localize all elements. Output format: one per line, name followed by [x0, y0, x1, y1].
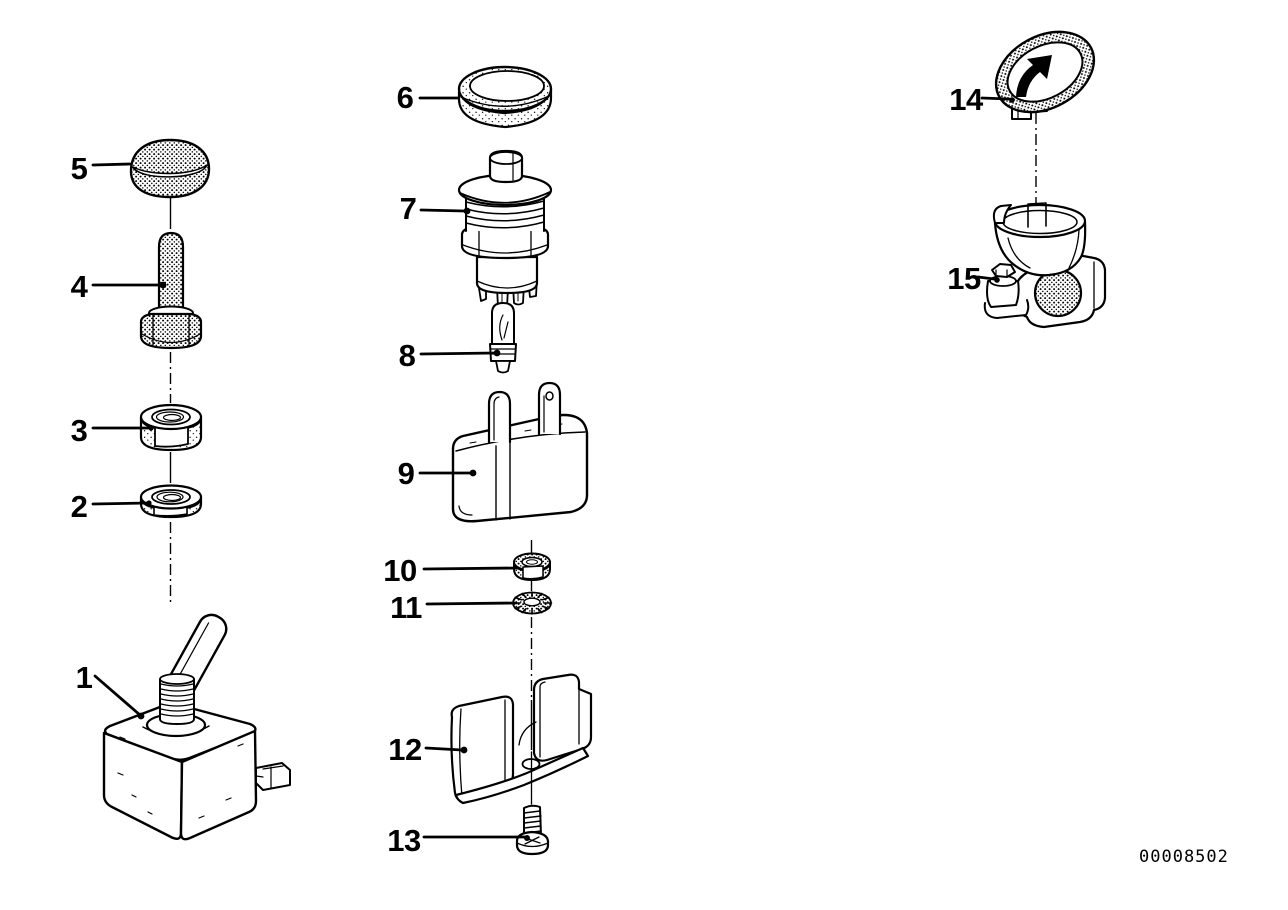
callout-label-10: 10	[383, 553, 416, 588]
part-6-button-cap	[457, 65, 553, 129]
part-9-relay	[451, 381, 589, 523]
diagram-number: 00008502	[1139, 847, 1229, 867]
callout-label-7: 7	[400, 191, 417, 226]
part-14-horn-button	[994, 30, 1096, 120]
part-10-hex-nut	[513, 552, 551, 581]
part-11-lock-washer	[511, 591, 553, 615]
callout-label-4: 4	[71, 269, 89, 304]
callout-label-15: 15	[947, 261, 981, 296]
callout-label-2: 2	[71, 489, 88, 524]
callout-label-9: 9	[398, 456, 415, 491]
part-8-bulb	[489, 302, 517, 374]
horn-arrow-icon	[1016, 55, 1052, 97]
part-7-pushbutton-switch	[457, 149, 553, 311]
callout-leader-lines	[91, 96, 1015, 841]
callout-label-5: 5	[71, 151, 88, 186]
callout-label-1: 1	[76, 660, 93, 695]
callout-label-14: 14	[949, 82, 984, 117]
callout-label-8: 8	[399, 338, 416, 373]
callout-label-3: 3	[71, 413, 88, 448]
part-4-rubber-boot	[139, 231, 203, 350]
part-5-rubber-cap	[129, 138, 211, 199]
center-lines	[169, 113, 1037, 750]
part-3-hex-nut	[139, 403, 203, 452]
callout-label-12: 12	[388, 732, 421, 767]
part-15-handlebar-clamp	[983, 202, 1107, 329]
callout-label-11: 11	[390, 590, 422, 625]
callout-label-13: 13	[387, 823, 421, 858]
callout-label-6: 6	[397, 80, 414, 115]
part-1-toggle-switch	[102, 613, 291, 841]
callout-labels: 1 2 3 4 5 6 7 8 9 10 11 12 13 14 15	[71, 80, 985, 858]
part-2-hex-nut	[139, 484, 203, 519]
part-12-bracket	[450, 673, 593, 805]
part-13-screw	[515, 804, 550, 856]
